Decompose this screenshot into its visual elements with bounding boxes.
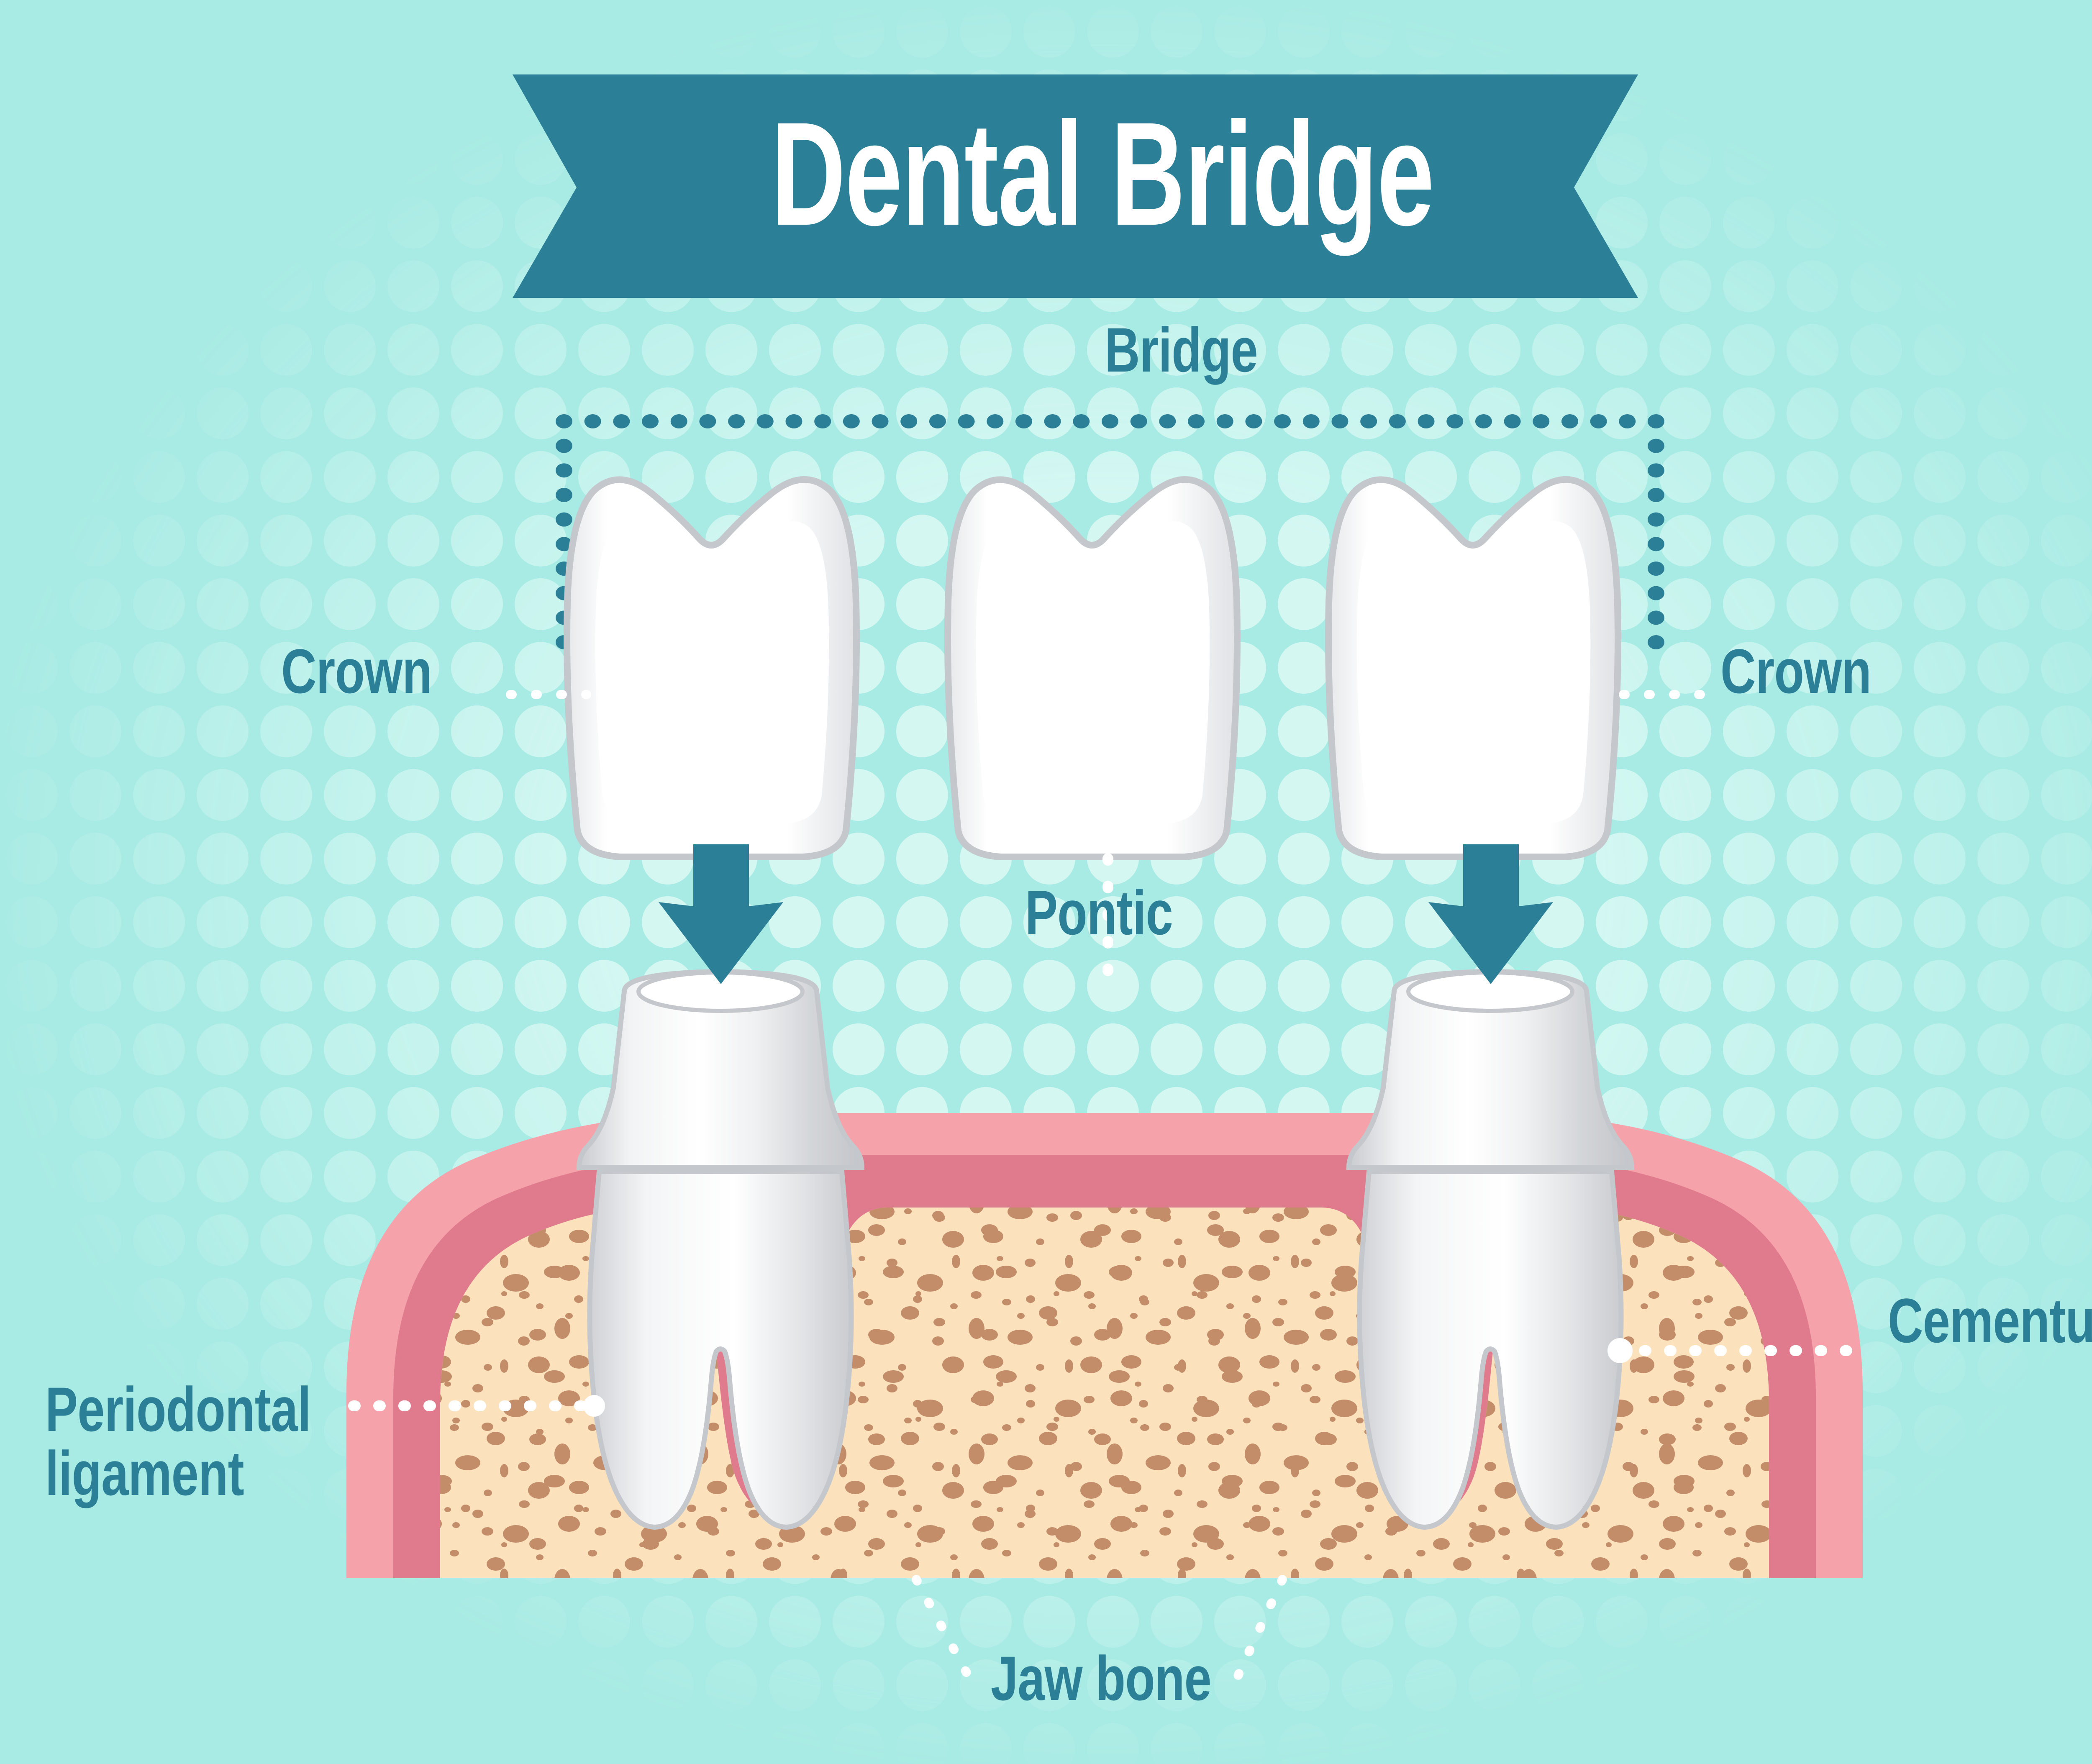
tooth-root-left: [587, 1169, 854, 1530]
label-crown-left: Crown: [281, 636, 432, 706]
pontic-tooth: [944, 476, 1241, 860]
label-jaw-bone: Jaw bone: [991, 1643, 1212, 1713]
leader-jawbone-left: [912, 1575, 979, 1693]
leader-cementum-endpoint: [1607, 1338, 1633, 1363]
leader-jawbone-right: [1228, 1575, 1287, 1693]
seat-arrow-left: [659, 844, 783, 984]
label-pontic: Pontic: [1025, 877, 1173, 948]
crown-right: [1325, 476, 1621, 860]
leader-periodontal-endpoint: [583, 1395, 605, 1417]
label-periodontal-line1: Periodontal: [45, 1374, 311, 1444]
title-banner: [513, 74, 1638, 298]
label-cementum: Cementum: [1888, 1285, 2092, 1356]
abutment-tooth-right: [1346, 969, 1635, 1530]
leader-lines: [348, 690, 1876, 1693]
label-bridge: Bridge: [1105, 315, 1258, 385]
abutment-tooth-left: [576, 969, 865, 1530]
page-title: Dental Bridge: [771, 91, 1434, 256]
label-crown-right: Crown: [1720, 636, 1872, 706]
tooth-root-right: [1357, 1169, 1624, 1530]
crown-left: [564, 476, 860, 860]
label-periodontal-line2: ligament: [45, 1438, 244, 1508]
seat-arrow-right: [1428, 844, 1553, 984]
